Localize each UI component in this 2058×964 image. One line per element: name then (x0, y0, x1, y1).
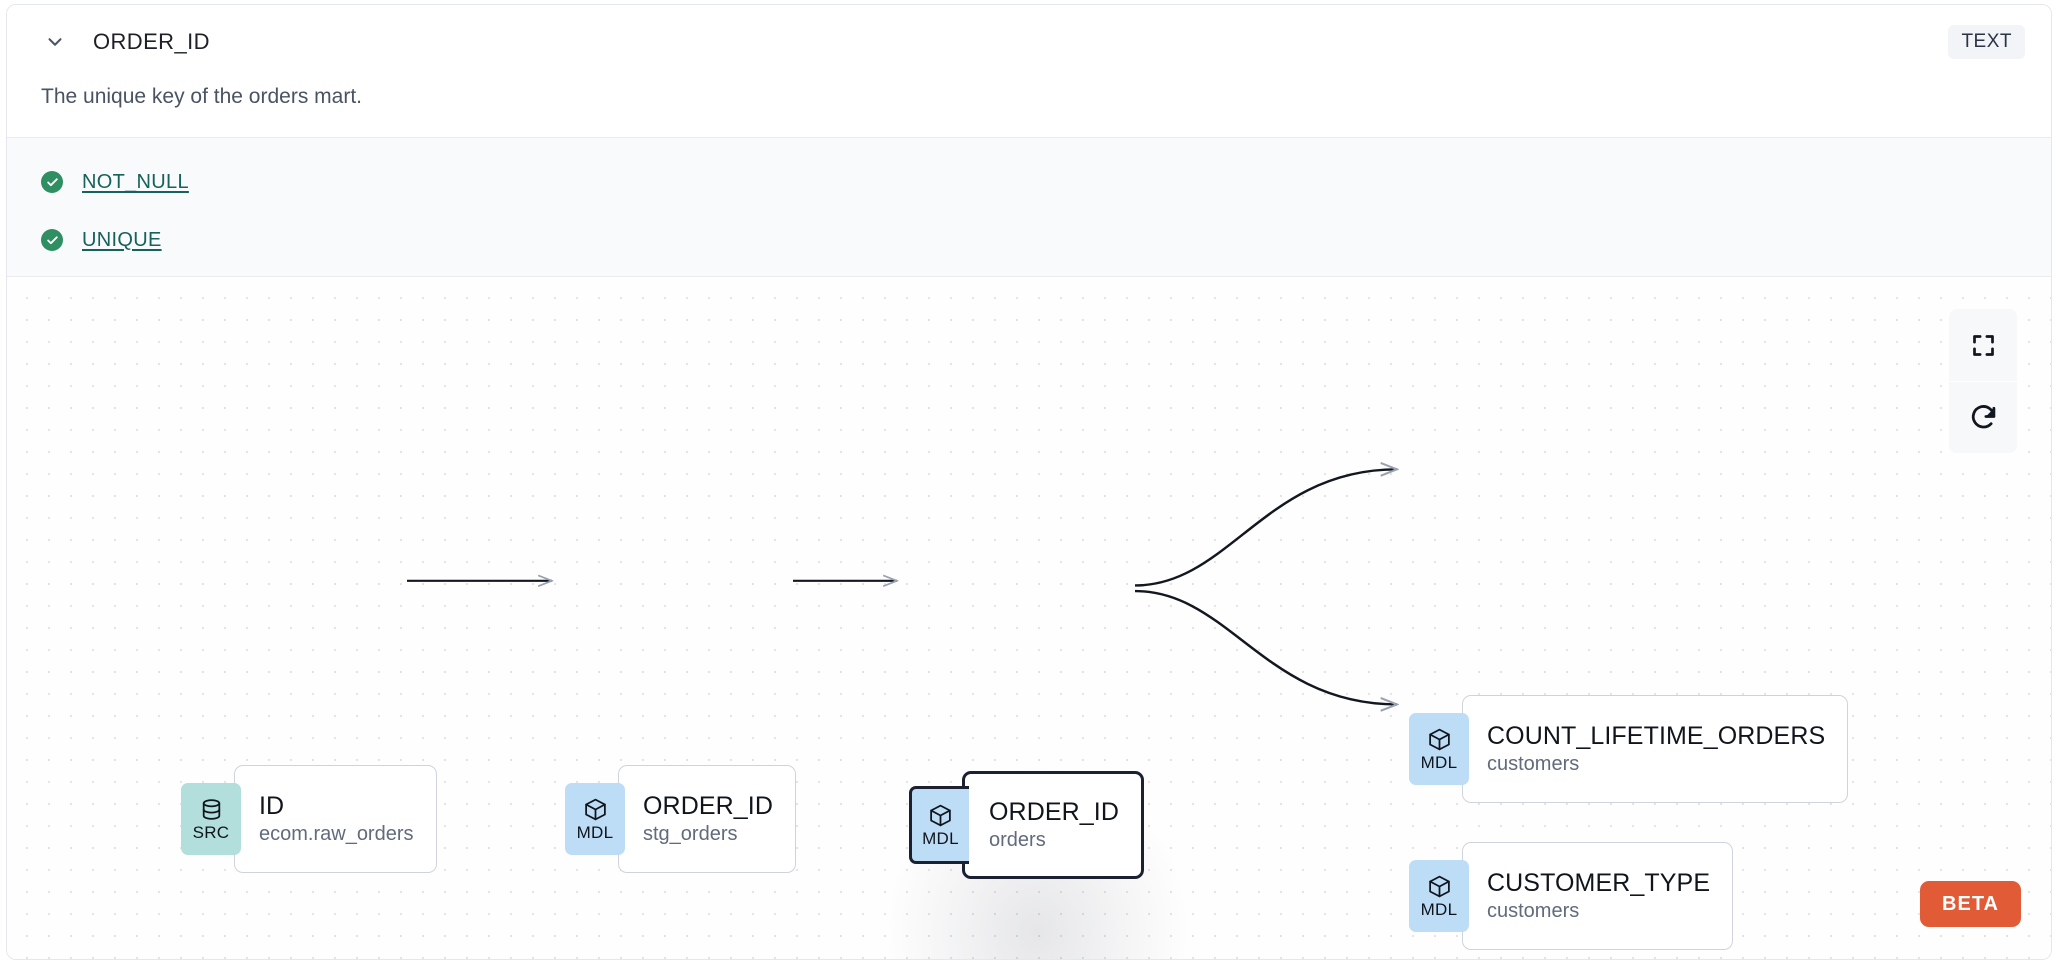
node-body: CUSTOMER_TYPE customers (1462, 842, 1734, 950)
panel-header: ORDER_ID TEXT (7, 5, 2051, 79)
node-name: ORDER_ID (989, 797, 1119, 826)
node-badge-mdl: MDL (565, 783, 625, 855)
test-row: NOT_NULL (41, 160, 2017, 204)
column-detail-panel: ORDER_ID TEXT The unique key of the orde… (6, 4, 2052, 960)
cube-icon (1427, 727, 1452, 752)
node-badge-mdl: MDL (909, 786, 969, 864)
node-subtitle: customers (1487, 753, 1580, 776)
lineage-node-customer-type[interactable]: MDL CUSTOMER_TYPE customers (1409, 842, 1734, 950)
cube-icon (928, 803, 953, 828)
refresh-icon[interactable] (1949, 381, 2017, 453)
cube-icon (583, 797, 608, 822)
lineage-node-src[interactable]: SRC ID ecom.raw_orders (181, 765, 437, 873)
page-title: ORDER_ID (93, 29, 210, 54)
node-name: COUNT_LIFETIME_ORDERS (1487, 721, 1826, 750)
node-subtitle: orders (989, 829, 1046, 852)
check-circle-icon (41, 171, 63, 193)
node-name: CUSTOMER_TYPE (1487, 868, 1711, 897)
edge-orders-to-count (1134, 469, 1397, 587)
node-badge-label: MDL (1420, 753, 1458, 772)
lineage-canvas[interactable]: SRC ID ecom.raw_orders MDL ORDE (7, 277, 2051, 959)
test-link-not-null[interactable]: NOT_NULL (82, 170, 189, 193)
node-body: ID ecom.raw_orders (234, 765, 437, 873)
node-name: ID (259, 791, 285, 820)
fit-view-icon[interactable] (1949, 309, 2017, 381)
column-description: The unique key of the orders mart. (41, 85, 362, 108)
lineage-node-orders-selected[interactable]: MDL ORDER_ID orders (909, 771, 1144, 879)
description-row: The unique key of the orders mart. (7, 79, 2051, 137)
node-badge-label: MDL (576, 823, 614, 842)
test-link-unique[interactable]: UNIQUE (82, 228, 162, 251)
edge-orders-to-customer-type (1134, 589, 1397, 704)
node-badge-label: MDL (1420, 900, 1458, 919)
node-name: ORDER_ID (643, 791, 773, 820)
check-circle-icon (41, 229, 63, 251)
node-badge-label: SRC (192, 823, 230, 842)
data-type-badge: TEXT (1948, 25, 2025, 59)
lineage-node-count-lifetime-orders[interactable]: MDL COUNT_LIFETIME_ORDERS customers (1409, 695, 1849, 803)
chevron-down-icon[interactable] (41, 28, 69, 56)
node-subtitle: customers (1487, 900, 1580, 923)
node-subtitle: ecom.raw_orders (259, 823, 414, 846)
test-row: UNIQUE (41, 218, 2017, 262)
lineage-edges (407, 277, 2051, 959)
tests-section: NOT_NULL UNIQUE (7, 137, 2051, 277)
node-badge-src: SRC (181, 783, 241, 855)
beta-badge[interactable]: BETA (1920, 881, 2021, 927)
node-body: ORDER_ID orders (962, 771, 1144, 879)
node-badge-mdl: MDL (1409, 860, 1469, 932)
node-body: ORDER_ID stg_orders (618, 765, 796, 873)
node-badge-mdl: MDL (1409, 713, 1469, 785)
node-body: COUNT_LIFETIME_ORDERS customers (1462, 695, 1849, 803)
node-badge-label: MDL (922, 829, 959, 848)
cube-icon (1427, 874, 1452, 899)
lineage-node-stg-orders[interactable]: MDL ORDER_ID stg_orders (565, 765, 796, 873)
node-subtitle: stg_orders (643, 823, 738, 846)
canvas-controls (1949, 309, 2017, 453)
database-icon (199, 797, 224, 822)
